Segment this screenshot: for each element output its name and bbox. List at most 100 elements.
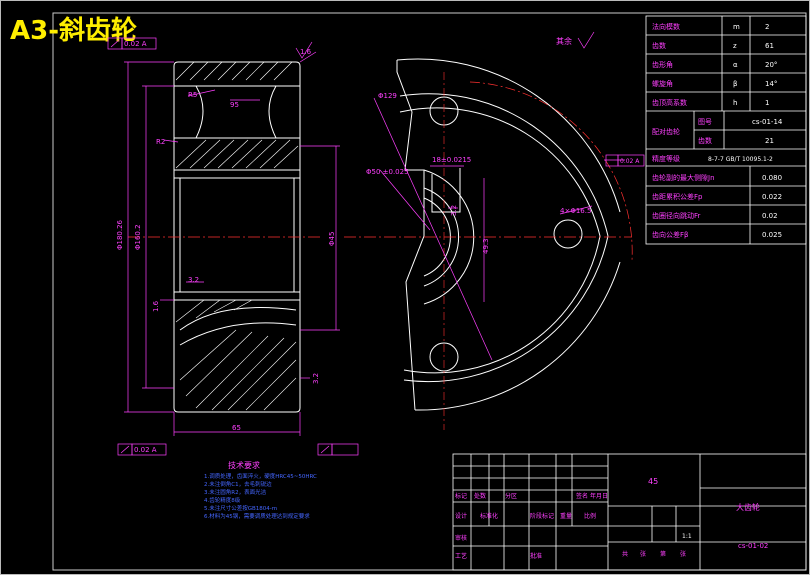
tb-scale-value: 1:1 (682, 533, 692, 540)
param-val-0: 2 (765, 23, 769, 31)
hatch-upper (175, 61, 299, 169)
mating-row1-val: cs-01-14 (752, 118, 783, 126)
drawing-title: A3-斜齿轮 (10, 16, 137, 46)
tb-sheets1: 张 (640, 550, 646, 558)
tb-design: 设计 (455, 512, 467, 520)
tol-row-label-2: 齿圈径向跳动Fr (652, 211, 701, 220)
dim-r5: R5 (188, 91, 197, 99)
note-line-0: 1.调质处理，齿面淬火，硬度HRC45~50HRC (204, 472, 317, 480)
mating-gear-label: 配对齿轮 (652, 127, 680, 136)
section-dim-labels: R5 95 R2 3.2 65 1.6 Φ180.26 Φ160.2 Φ45 1… (116, 48, 336, 432)
mating-row2-val: 21 (765, 137, 774, 145)
param-val-3: 14° (765, 80, 777, 88)
end-view (396, 58, 621, 411)
note-line-4: 5.未注尺寸公差按GB1804-m (204, 504, 277, 512)
section-dims (124, 51, 340, 436)
tech-notes: 技术要求 1.调质处理，齿面淬火，硬度HRC45~50HRC 2.未注倒角C1，… (204, 460, 317, 520)
tol-row-val-1: 0.022 (762, 193, 782, 201)
end-view-dim-labels: Φ129 Φ50 ±0.025 18±0.0215 4×Φ16.5 49.3 3… (366, 92, 591, 254)
tb-date: 年月日 (590, 492, 608, 500)
tb-mark: 标记 (455, 492, 467, 500)
tb-process: 工艺 (455, 552, 467, 560)
param-sym-3: β (733, 80, 737, 88)
param-sym-2: α (733, 61, 738, 69)
drawing-frame (52, 12, 807, 571)
param-label-4: 齿顶高系数 (652, 98, 687, 107)
note-line-5: 6.材料为45钢，需要调质处理达到规定要求 (204, 512, 310, 520)
tol-right-text: 0.02 A (620, 158, 640, 165)
dim-hole-top: Φ129 (378, 92, 397, 100)
precision-label: 精度等级 (652, 154, 680, 163)
dim-r2: R2 (156, 138, 165, 146)
param-label-2: 齿形角 (652, 60, 673, 69)
notes-title: 技术要求 (228, 460, 260, 470)
tol-row-label-3: 齿向公差Fβ (652, 230, 689, 239)
tb-sheets2: 张 (680, 550, 686, 558)
tb-total: 共 (622, 550, 628, 558)
param-label-3: 螺旋角 (652, 79, 673, 88)
param-sym-0: m (733, 23, 740, 31)
outer-arc-top (396, 58, 621, 213)
tol-row-val-0: 0.080 (762, 174, 782, 182)
tb-sign: 签名 (576, 492, 588, 500)
dim-key-depth: 49.3 (482, 238, 490, 254)
tb-stage: 阶段标记 (530, 512, 554, 520)
precision-val: 8-7-7 GB/T 10095.1-2 (708, 156, 773, 163)
tb-standard: 标准化 (480, 512, 498, 520)
param-sym-1: z (733, 42, 737, 50)
tb-weight: 重量 (560, 512, 572, 520)
gear-outline (173, 61, 301, 413)
dim-width: 65 (232, 424, 241, 432)
tb-scale-label: 比例 (584, 512, 596, 520)
dim-key-side: 3.2 (450, 205, 458, 216)
pitch-circle-arc (469, 81, 633, 261)
param-sym-4: h (733, 99, 737, 107)
mating-row2-key: 齿数 (698, 136, 712, 145)
tol-frame-right: 0.02 A (605, 154, 645, 167)
dim-bore: Φ45 (328, 232, 336, 246)
dim-key: 18±0.0215 (432, 156, 471, 164)
section-view (128, 61, 320, 413)
tol-row-val-2: 0.02 (762, 212, 778, 220)
dim-c32b: 3.2 (312, 373, 320, 384)
note-line-1: 2.未注倒角C1，去毛刺锐边 (204, 480, 272, 488)
tol-row-val-3: 0.025 (762, 231, 782, 239)
mating-row1-key: 图号 (698, 118, 712, 126)
dim-d95: 95 (230, 101, 239, 109)
dim-od: Φ180.26 (116, 219, 124, 250)
params-table (645, 15, 807, 245)
tb-material: 45 (648, 477, 658, 486)
tol-bottom-text: 0.02 A (134, 446, 157, 454)
tol-frame-bottom: 0.02 A (117, 443, 167, 456)
tol-frame-bottom-right (317, 443, 359, 456)
note-line-3: 4.齿轮精度8级 (204, 496, 241, 504)
tb-approve: 批准 (530, 552, 542, 560)
surface-note-text: 其余 (556, 36, 572, 46)
surface-note: 其余 (556, 31, 595, 49)
param-label-1: 齿数 (652, 41, 666, 50)
title-block (452, 453, 807, 571)
title-block-text: 标记 处数 分区 签名 年月日 设计 标准化 阶段标记 重量 比例 审核 工艺 … (455, 477, 768, 560)
tol-row-label-0: 齿轮副的最大侧隙Jn (652, 173, 715, 182)
dim-bore-tol: Φ50 ±0.025 (366, 168, 409, 176)
dim-d2: Φ160.2 (134, 224, 142, 250)
tb-part-code: cs-01-02 (738, 542, 768, 550)
note-line-2: 3.未注圆角R2，表面光洁 (204, 488, 267, 496)
break-line (396, 60, 425, 411)
tol-top-text: 0.02 A (124, 40, 147, 48)
outer-arc-bottom (414, 261, 621, 411)
end-view-dims (373, 97, 625, 361)
tb-no: 第 (660, 550, 666, 558)
param-val-1: 61 (765, 42, 774, 50)
param-val-4: 1 (765, 99, 769, 107)
tb-review: 审核 (455, 534, 467, 542)
roughness-symbol-1 (295, 41, 313, 59)
dim-c16: 1.6 (152, 300, 160, 312)
tb-zone: 分区 (505, 492, 517, 500)
tb-count: 处数 (474, 492, 486, 500)
hole-right (553, 219, 583, 249)
param-label-0: 法向模数 (652, 22, 680, 31)
param-val-2: 20° (765, 61, 777, 69)
